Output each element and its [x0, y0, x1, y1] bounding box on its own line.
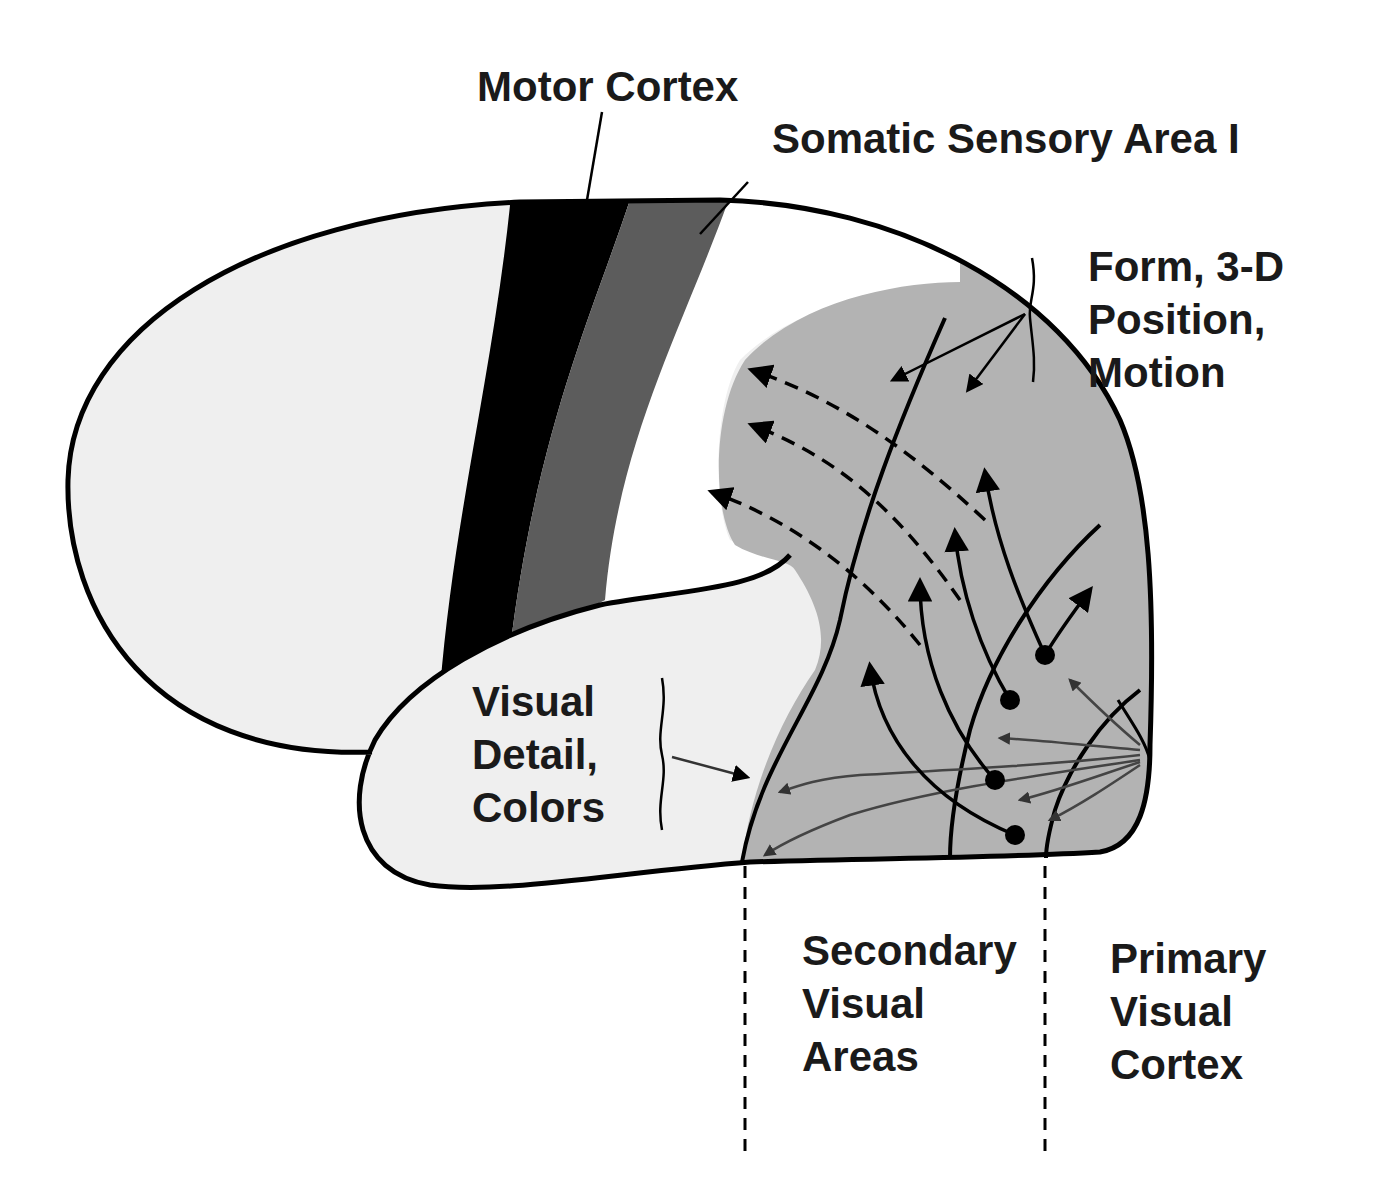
solid-arrow — [955, 532, 1010, 700]
solid-arrow — [870, 666, 1015, 835]
region-label: Motor Cortex — [477, 60, 897, 113]
leader-line — [700, 182, 748, 234]
area-boundary — [950, 525, 1100, 858]
leader-arrow — [672, 757, 747, 777]
origin-dot — [1035, 645, 1055, 665]
dashed-arrow — [752, 425, 960, 600]
region-label: Primary Visual Cortex — [1110, 932, 1295, 1091]
drop-line — [1044, 866, 1047, 1152]
visual-pathway — [870, 472, 1090, 835]
streak-arrow — [765, 760, 1140, 855]
area-boundary — [742, 318, 945, 862]
brain-outline — [68, 200, 1152, 887]
leader-line — [587, 112, 602, 200]
function-label: Form, 3-D Position, Motion — [1088, 240, 1328, 399]
pathway-streaks — [765, 680, 1140, 855]
leader-arrow — [893, 314, 1025, 380]
dashed-arrow — [712, 492, 920, 645]
solid-arrow — [920, 582, 995, 780]
bracket — [660, 678, 663, 830]
origin-dot — [1005, 825, 1025, 845]
dashed-arrow — [752, 370, 985, 520]
function-label: Visual Detail, Colors — [472, 675, 632, 834]
region-label: Somatic Sensory Area I — [772, 112, 1372, 165]
streak-arrow — [780, 755, 1140, 792]
leader-arrow — [968, 314, 1025, 390]
solid-arrow — [985, 472, 1045, 655]
origin-dots — [985, 645, 1055, 845]
drop-line — [744, 866, 747, 1152]
origin-dot — [1000, 690, 1020, 710]
dorsal-pathway — [712, 370, 985, 645]
streak-arrow — [1070, 680, 1140, 745]
solid-arrow — [1045, 590, 1090, 655]
region-label: Secondary Visual Areas — [802, 924, 1042, 1083]
bracket — [1030, 258, 1034, 382]
streak-arrow — [1020, 762, 1140, 800]
streak-arrow — [1000, 738, 1140, 750]
streak-arrow — [1050, 765, 1140, 820]
origin-dot — [985, 770, 1005, 790]
